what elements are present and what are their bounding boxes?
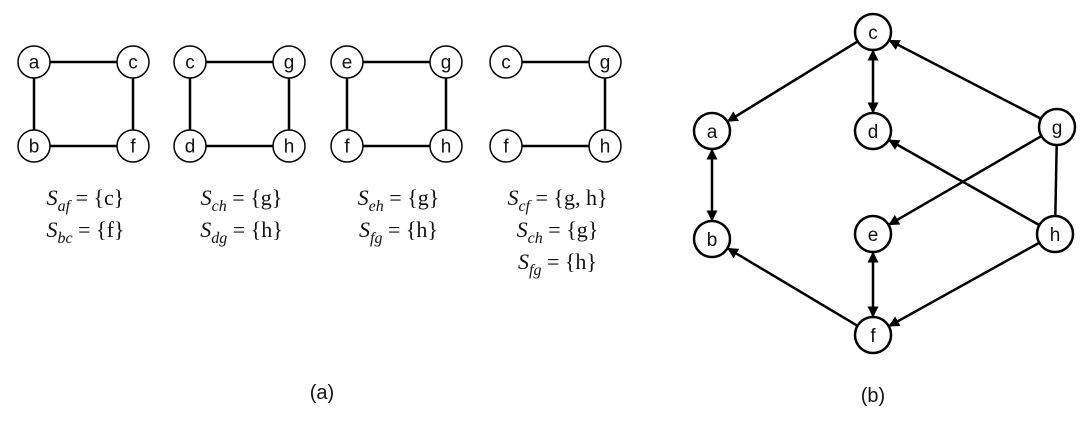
node-label: g [600,53,611,74]
node-c: c [489,45,523,79]
separating-set: Sfg = {h} [359,217,438,247]
edge-g-h [1054,144,1058,217]
node-d: d [853,111,893,151]
node-f: f [330,129,364,163]
node-g: g [1037,107,1077,147]
node-label: c [185,53,195,74]
node-label: g [441,53,452,74]
separating-set: Sfg = {h} [518,249,597,279]
separating-set: Saf = {c} [47,185,125,215]
edge-c-a [726,40,859,123]
node-d: d [173,129,207,163]
separating-set: Sch = {g} [201,185,283,215]
caption-a: (a) [310,382,334,404]
node-label: b [707,230,718,251]
panel-b: c a d g b e h f [692,12,1077,355]
separating-set: Sch = {g} [517,217,599,247]
edge-g-c [888,39,1042,120]
node-label: h [441,137,452,158]
node-label: h [600,137,611,158]
node-e: e [330,45,364,79]
edges [706,39,1058,328]
node-h: h [1035,214,1075,254]
node-label: d [185,137,196,158]
node-label: c [128,53,138,74]
node-label: f [870,326,876,347]
node-f: f [116,129,150,163]
node-label: b [29,137,40,158]
node-b: b [692,219,732,259]
node-label: c [501,53,511,74]
node-label: a [29,53,40,74]
node-c: c [116,45,150,79]
node-label: g [284,53,295,74]
caption-b: (b) [861,385,885,407]
edge-f-b [726,247,859,327]
node-label: e [868,225,879,246]
node-g: g [588,45,622,79]
node-h: h [588,129,622,163]
node-label: c [868,23,878,44]
node-a: a [17,45,51,79]
node-a: a [692,111,732,151]
node-c: c [173,45,207,79]
node-g: g [272,45,306,79]
node-label: g [1052,118,1063,139]
separating-set: Sdg = {h} [200,217,283,247]
node-label: f [130,137,136,158]
node-b: b [17,129,51,163]
node-g: g [429,45,463,79]
node-h: h [429,129,463,163]
node-label: d [868,122,879,143]
node-label: e [342,53,353,74]
node-h: h [272,129,306,163]
edge-h-d [888,138,1040,227]
node-label: a [707,122,718,143]
edge-g-e [887,134,1043,227]
separating-set: Scf = {g, h} [507,185,607,215]
node-label: h [284,137,295,158]
separating-set: Seh = {g} [358,185,440,215]
node-f: f [853,315,893,355]
node-f: f [489,129,523,163]
node-c: c [853,12,893,52]
separating-set: Sbc = {f} [47,217,125,247]
node-label: f [344,137,350,158]
node-label: h [1050,225,1061,246]
edge-h-f [888,241,1040,328]
node-e: e [853,214,893,254]
node-label: f [503,137,509,158]
